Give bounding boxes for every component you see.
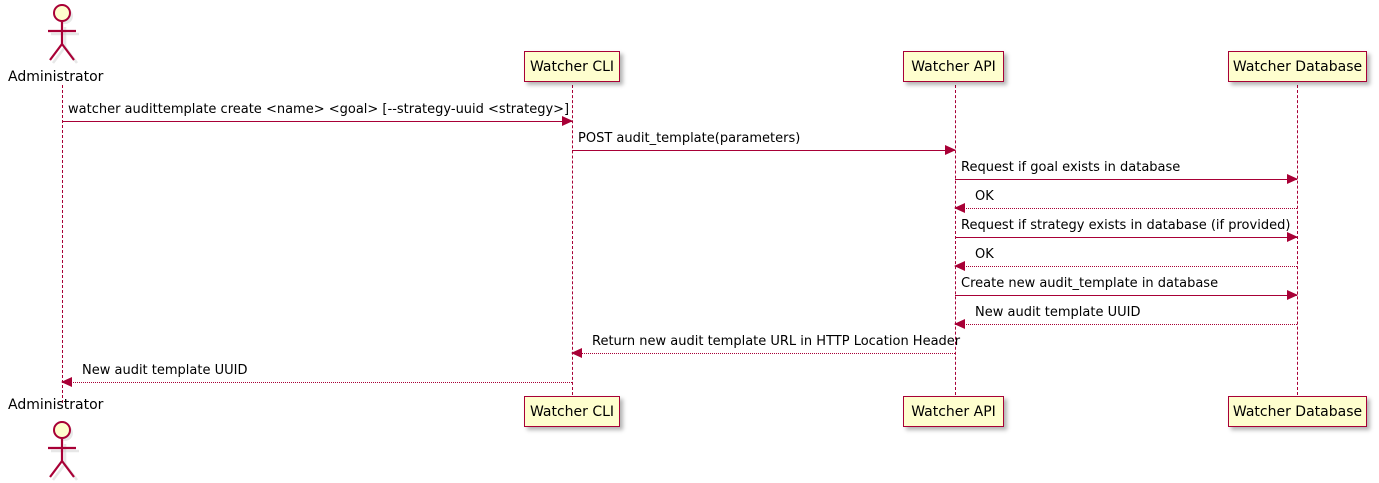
message-6-line — [955, 266, 1297, 267]
message-10-label: New audit template UUID — [82, 362, 248, 378]
participant-box-watcher-cli-bottom[interactable]: Watcher CLI — [524, 396, 620, 427]
message-7-line — [955, 295, 1297, 296]
message-10-line — [62, 382, 572, 383]
message-2-line — [572, 150, 955, 151]
message-2-label: POST audit_template(parameters) — [578, 130, 801, 146]
message-5-arrowhead-right — [1287, 232, 1298, 242]
participant-box-watcher-database-top[interactable]: Watcher Database — [1228, 51, 1367, 82]
message-4-arrowhead-left — [954, 203, 965, 213]
participant-box-watcher-api-top[interactable]: Watcher API — [903, 51, 1004, 82]
message-5-label: Request if strategy exists in database (… — [961, 217, 1291, 233]
message-10-arrowhead-left — [61, 377, 72, 387]
message-2-arrowhead-right — [945, 145, 956, 155]
message-7-arrowhead-right — [1287, 290, 1298, 300]
actor-label-administrator-bottom: Administrator — [8, 397, 104, 413]
message-9-label: Return new audit template URL in HTTP Lo… — [592, 333, 961, 349]
lifeline-watcher-cli — [572, 85, 573, 395]
participant-label-watcher-api-top: Watcher API — [911, 58, 996, 75]
lifeline-administrator — [62, 85, 63, 403]
participant-label-watcher-api-bottom: Watcher API — [911, 403, 996, 420]
participant-box-watcher-api-bottom[interactable]: Watcher API — [903, 396, 1004, 427]
message-4-label: OK — [975, 188, 994, 204]
message-3-arrowhead-right — [1287, 174, 1298, 184]
participant-label-watcher-database-top: Watcher Database — [1232, 58, 1363, 75]
lifeline-watcher-api — [955, 85, 956, 395]
message-1-label: watcher audittemplate create <name> <goa… — [68, 101, 570, 117]
message-3-line — [955, 179, 1297, 180]
participant-label-watcher-database-bottom: Watcher Database — [1232, 403, 1363, 420]
participant-box-watcher-database-bottom[interactable]: Watcher Database — [1228, 396, 1367, 427]
message-4-line — [955, 208, 1297, 209]
participant-box-watcher-cli-top[interactable]: Watcher CLI — [524, 51, 620, 82]
actor-administrator-bottom — [48, 421, 79, 481]
message-9-arrowhead-left — [571, 348, 582, 358]
participant-label-watcher-cli-top: Watcher CLI — [529, 58, 615, 75]
message-8-arrowhead-left — [954, 319, 965, 329]
message-3-label: Request if goal exists in database — [961, 159, 1181, 175]
actor-label-administrator-top: Administrator — [8, 69, 104, 85]
message-8-line — [955, 324, 1297, 325]
message-1-arrowhead-right — [562, 116, 573, 126]
message-6-arrowhead-left — [954, 261, 965, 271]
message-1-line — [62, 121, 572, 122]
message-9-line — [572, 353, 955, 354]
actor-administrator-top — [48, 4, 79, 64]
message-8-label: New audit template UUID — [975, 304, 1141, 320]
message-7-label: Create new audit_template in database — [961, 275, 1219, 291]
participant-label-watcher-cli-bottom: Watcher CLI — [529, 403, 615, 420]
message-5-line — [955, 237, 1297, 238]
message-6-label: OK — [975, 246, 994, 262]
